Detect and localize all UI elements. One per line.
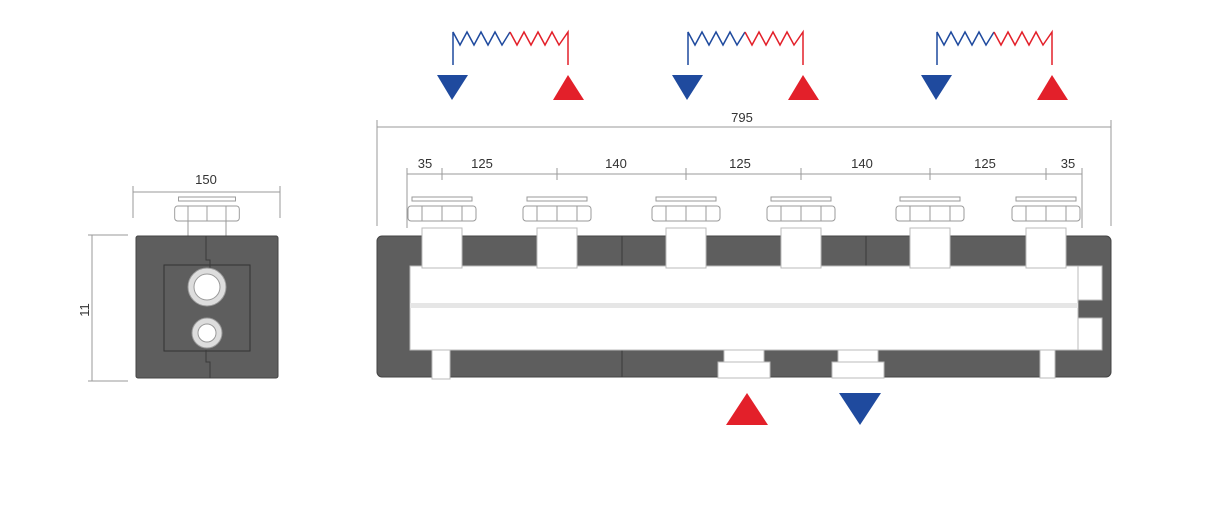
width-dimension: 150 <box>132 172 281 218</box>
supply-arrow-up-icon <box>553 75 584 100</box>
supply-arrow-up-icon <box>1037 75 1068 100</box>
radiator-supply-icon <box>744 29 804 65</box>
circuit-3 <box>921 29 1068 100</box>
spacing-label: 35 <box>1061 156 1075 171</box>
height-label: 11 <box>77 303 92 317</box>
radiator-supply-icon <box>993 29 1053 65</box>
spacing-label: 125 <box>729 156 751 171</box>
total-dimension: 795 <box>376 110 1112 226</box>
supply-arrow-up-icon <box>788 75 819 100</box>
side-fitting <box>174 196 240 238</box>
width-label: 150 <box>195 172 217 187</box>
spacing-label: 140 <box>605 156 627 171</box>
spacing-dimensions: 35 125 140 125 140 125 35 <box>406 156 1083 228</box>
return-arrow-down-icon <box>921 75 952 100</box>
spacing-label: 125 <box>974 156 996 171</box>
height-dimension: 11 <box>77 234 128 382</box>
return-arrow-down-icon <box>437 75 468 100</box>
manifold-front-view <box>376 196 1112 380</box>
main-supply-arrow-up-icon <box>726 393 768 425</box>
port-nuts <box>407 196 1081 222</box>
circuit-1 <box>437 29 584 100</box>
side-insulation-block <box>135 235 279 379</box>
spacing-label: 35 <box>418 156 432 171</box>
spacing-label: 140 <box>851 156 873 171</box>
main-return-arrow-down-icon <box>839 393 881 425</box>
bottom-ports <box>431 349 1056 380</box>
side-inner-frame <box>163 264 251 352</box>
radiator-supply-icon <box>509 29 569 65</box>
radiator-return-icon <box>687 30 746 65</box>
circuit-2 <box>672 29 819 100</box>
radiator-return-icon <box>452 30 511 65</box>
total-label: 795 <box>731 110 753 125</box>
radiator-return-icon <box>936 30 995 65</box>
return-arrow-down-icon <box>672 75 703 100</box>
top-ports <box>421 227 1067 269</box>
spacing-label: 125 <box>471 156 493 171</box>
side-view: 150 11 <box>77 172 281 382</box>
